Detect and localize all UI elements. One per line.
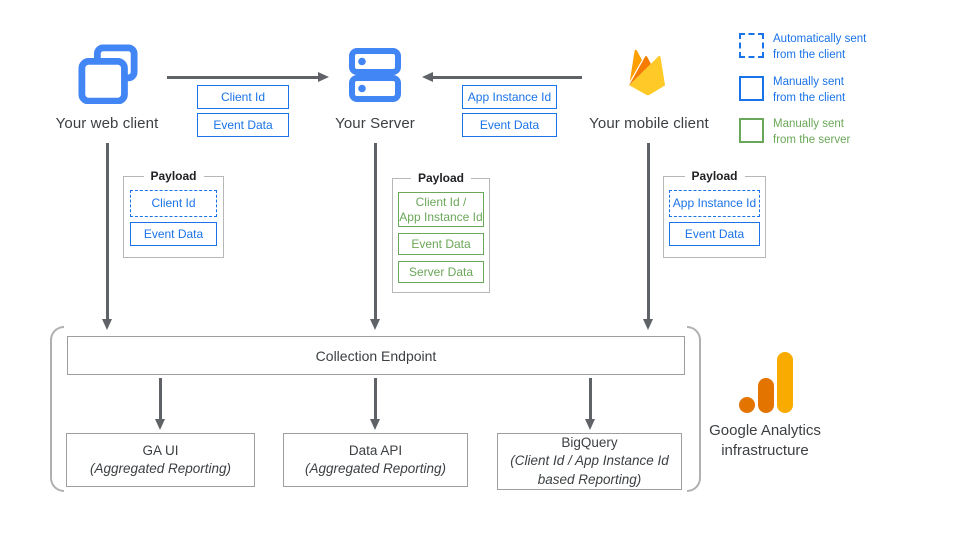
bigquery-box: BigQuery (Client Id / App Instance Id ba… [497,433,682,490]
payload-title: Payload [143,169,204,183]
payload-item-event-data: Event Data [130,222,217,246]
right-bracket [687,326,701,492]
payload-item-client-id-app-instance-id: Client Id / App Instance Id [398,192,484,227]
arrow-endpoint-to-data-api [374,378,377,419]
data-api-subtitle: (Aggregated Reporting) [304,461,447,476]
legend-item-manual-client: Manually sent from the client [739,76,845,106]
data-api-title: Data API [348,442,403,458]
arrow-mobile-to-endpoint [647,143,650,319]
payload-item-event-data: Event Data [398,233,484,255]
firebase-icon [621,41,673,98]
legend-label: Manually sent from the server [773,118,851,146]
arrow-web-to-server [167,76,318,79]
data-api-box: Data API (Aggregated Reporting) [283,433,468,487]
tag-event-data-mobile: Event Data [462,113,557,137]
payload-server: Payload Client Id / App Instance Id Even… [392,171,490,293]
legend-label: Manually sent from the client [773,76,846,104]
payload-title: Payload [410,171,472,185]
server-icon [349,48,401,102]
ga-ui-box: GA UI (Aggregated Reporting) [66,433,255,487]
payload-web: Payload Client Id Event Data [123,169,224,258]
arrow-server-to-endpoint [374,143,377,319]
solid-green-swatch-icon [739,118,764,143]
payload-item-event-data: Event Data [669,222,760,246]
arrow-endpoint-to-bigquery [589,378,592,419]
ga-ui-title: GA UI [142,442,179,458]
payload-item-app-instance-id: App Instance Id [669,190,760,217]
legend-label: Automatically sent from the client [773,33,867,61]
legend-item-auto-client: Automatically sent from the client [739,33,866,63]
google-analytics-logo-icon [739,352,794,414]
bigquery-subtitle: (Client Id / App Instance Id based Repor… [510,453,669,487]
server-label: Your Server [335,115,415,132]
tag-client-id: Client Id [197,85,289,109]
ga-infrastructure-label: Google Analytics infrastructure [709,422,821,459]
payload-title: Payload [684,169,745,183]
arrow-endpoint-to-ga-ui [159,378,162,419]
collection-endpoint-box: Collection Endpoint [67,336,685,375]
tag-app-instance-id: App Instance Id [462,85,557,109]
ga-ui-subtitle: (Aggregated Reporting) [89,461,232,476]
solid-blue-swatch-icon [739,76,764,101]
web-client-label: Your web client [55,115,159,132]
payload-item-client-id: Client Id [130,190,217,217]
payload-mobile: Payload App Instance Id Event Data [663,169,766,258]
bigquery-title: BigQuery [561,435,618,451]
payload-item-server-data: Server Data [398,261,484,283]
tag-event-data-web: Event Data [197,113,289,137]
left-bracket [50,326,64,492]
legend-item-manual-server: Manually sent from the server [739,118,850,148]
dashed-blue-swatch-icon [739,33,764,58]
arrow-web-to-endpoint [106,143,109,319]
arrow-mobile-to-server [433,76,582,79]
mobile-client-label: Your mobile client [589,115,709,132]
web-client-icon [78,44,138,105]
